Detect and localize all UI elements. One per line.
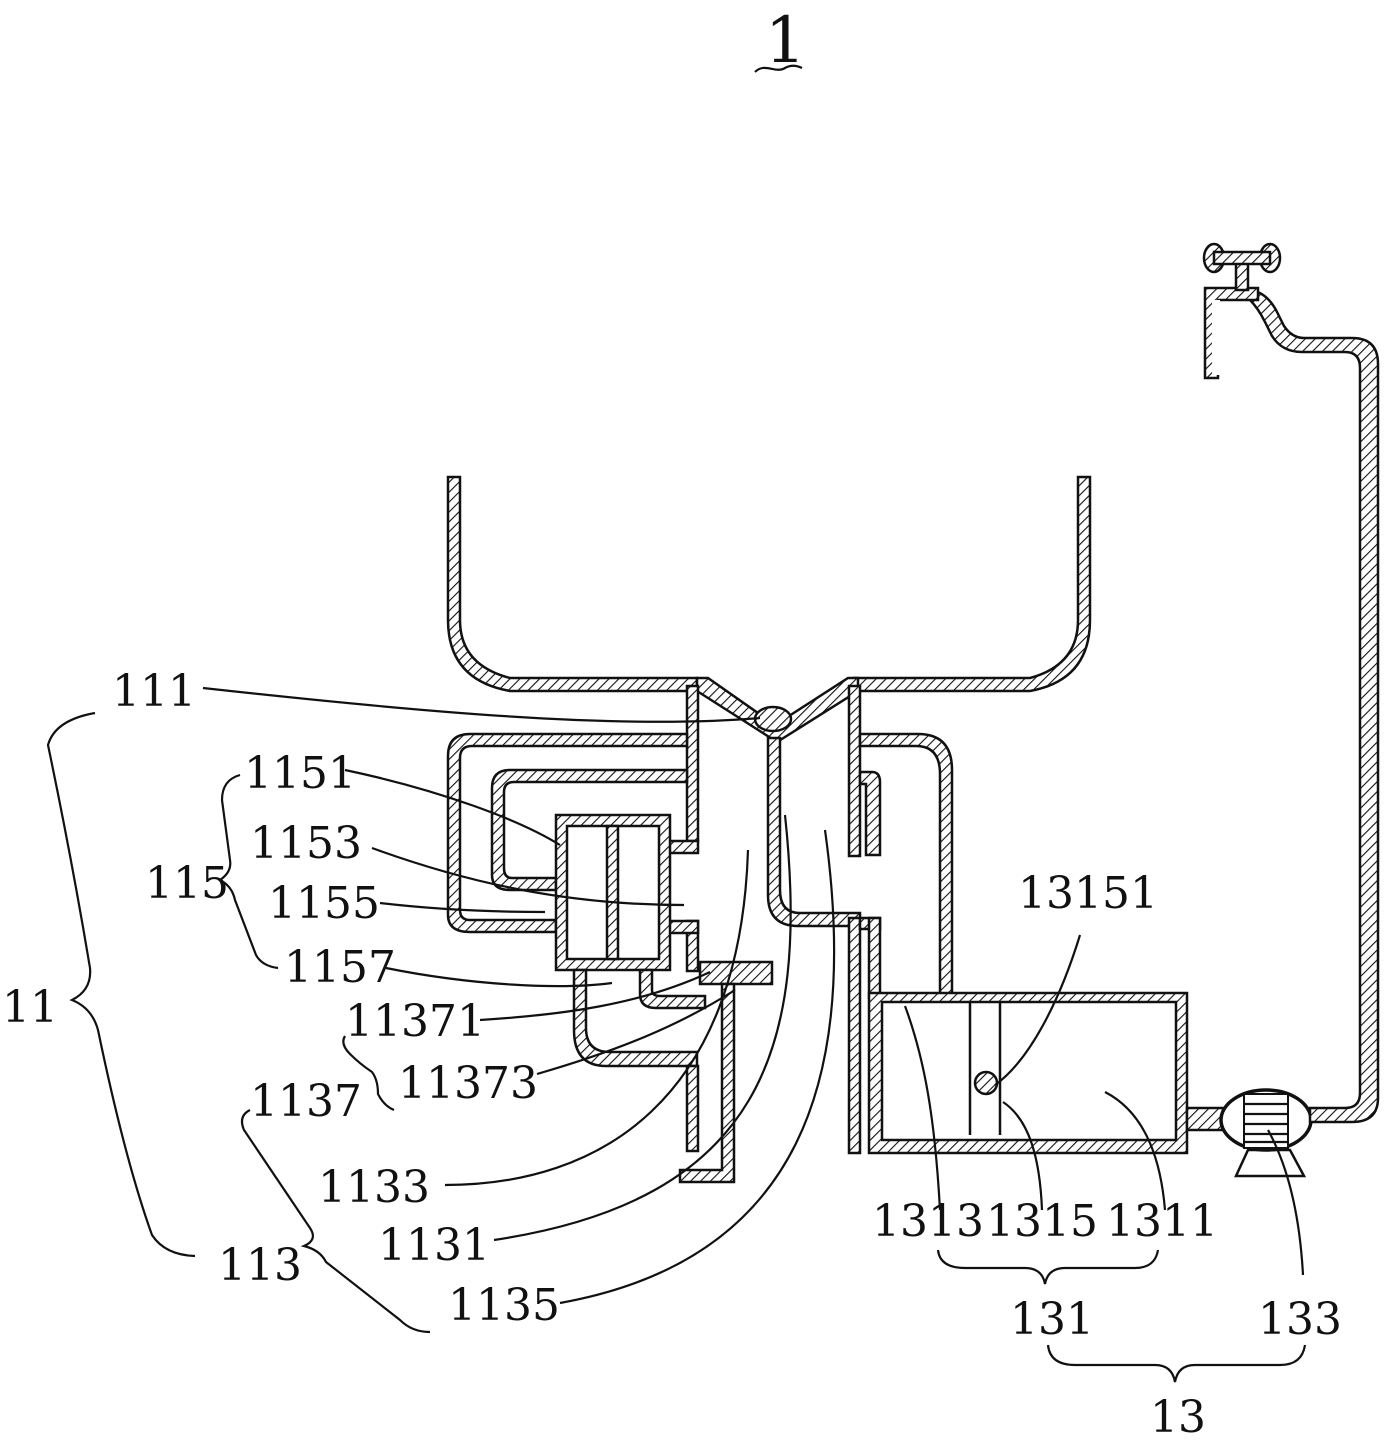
label-133: 133: [1258, 1294, 1342, 1345]
pump: [1219, 1088, 1313, 1178]
label-1151: 1151: [244, 748, 356, 799]
pump-inlet-pipe: [1185, 1106, 1225, 1132]
label-11373: 11373: [398, 1058, 538, 1109]
label-1311: 1311: [1106, 1196, 1218, 1247]
label-13151: 13151: [1018, 868, 1158, 919]
wash-basin: [446, 475, 1092, 744]
label-1131: 1131: [378, 1220, 490, 1271]
label-1315: 1315: [986, 1196, 1098, 1247]
label-1133: 1133: [318, 1162, 430, 1213]
label-1313: 1313: [872, 1196, 984, 1247]
label-1135: 1135: [448, 1280, 560, 1331]
reference-labels: 111 11 113 115 1151 1153 1155 1157 11371…: [2, 666, 1342, 1440]
drain-stopper: [753, 705, 793, 733]
leader-lines: [202, 686, 1305, 1305]
label-13: 13: [1150, 1392, 1206, 1440]
valve-box: [554, 813, 672, 972]
label-1137: 1137: [250, 1076, 362, 1127]
float-ball: [973, 1070, 999, 1096]
drain-pipe: [685, 684, 882, 1155]
faucet: [1202, 242, 1282, 380]
small-connector-pipe: [638, 968, 707, 1010]
outlet-pipe: [678, 982, 736, 1184]
label-11371: 11371: [345, 996, 485, 1047]
figure-number-tilde: [754, 64, 803, 73]
label-131: 131: [1010, 1294, 1094, 1345]
flap-plate: [698, 960, 774, 986]
label-1157: 1157: [284, 942, 396, 993]
label-115: 115: [145, 858, 229, 909]
riser-pipe: [1248, 288, 1380, 1124]
braces: [46, 711, 1307, 1383]
label-113: 113: [218, 1240, 302, 1291]
water-tank: [867, 991, 1189, 1155]
label-11: 11: [2, 982, 58, 1033]
label-1153: 1153: [250, 818, 362, 869]
label-1155: 1155: [268, 878, 380, 929]
label-111: 111: [112, 666, 196, 717]
